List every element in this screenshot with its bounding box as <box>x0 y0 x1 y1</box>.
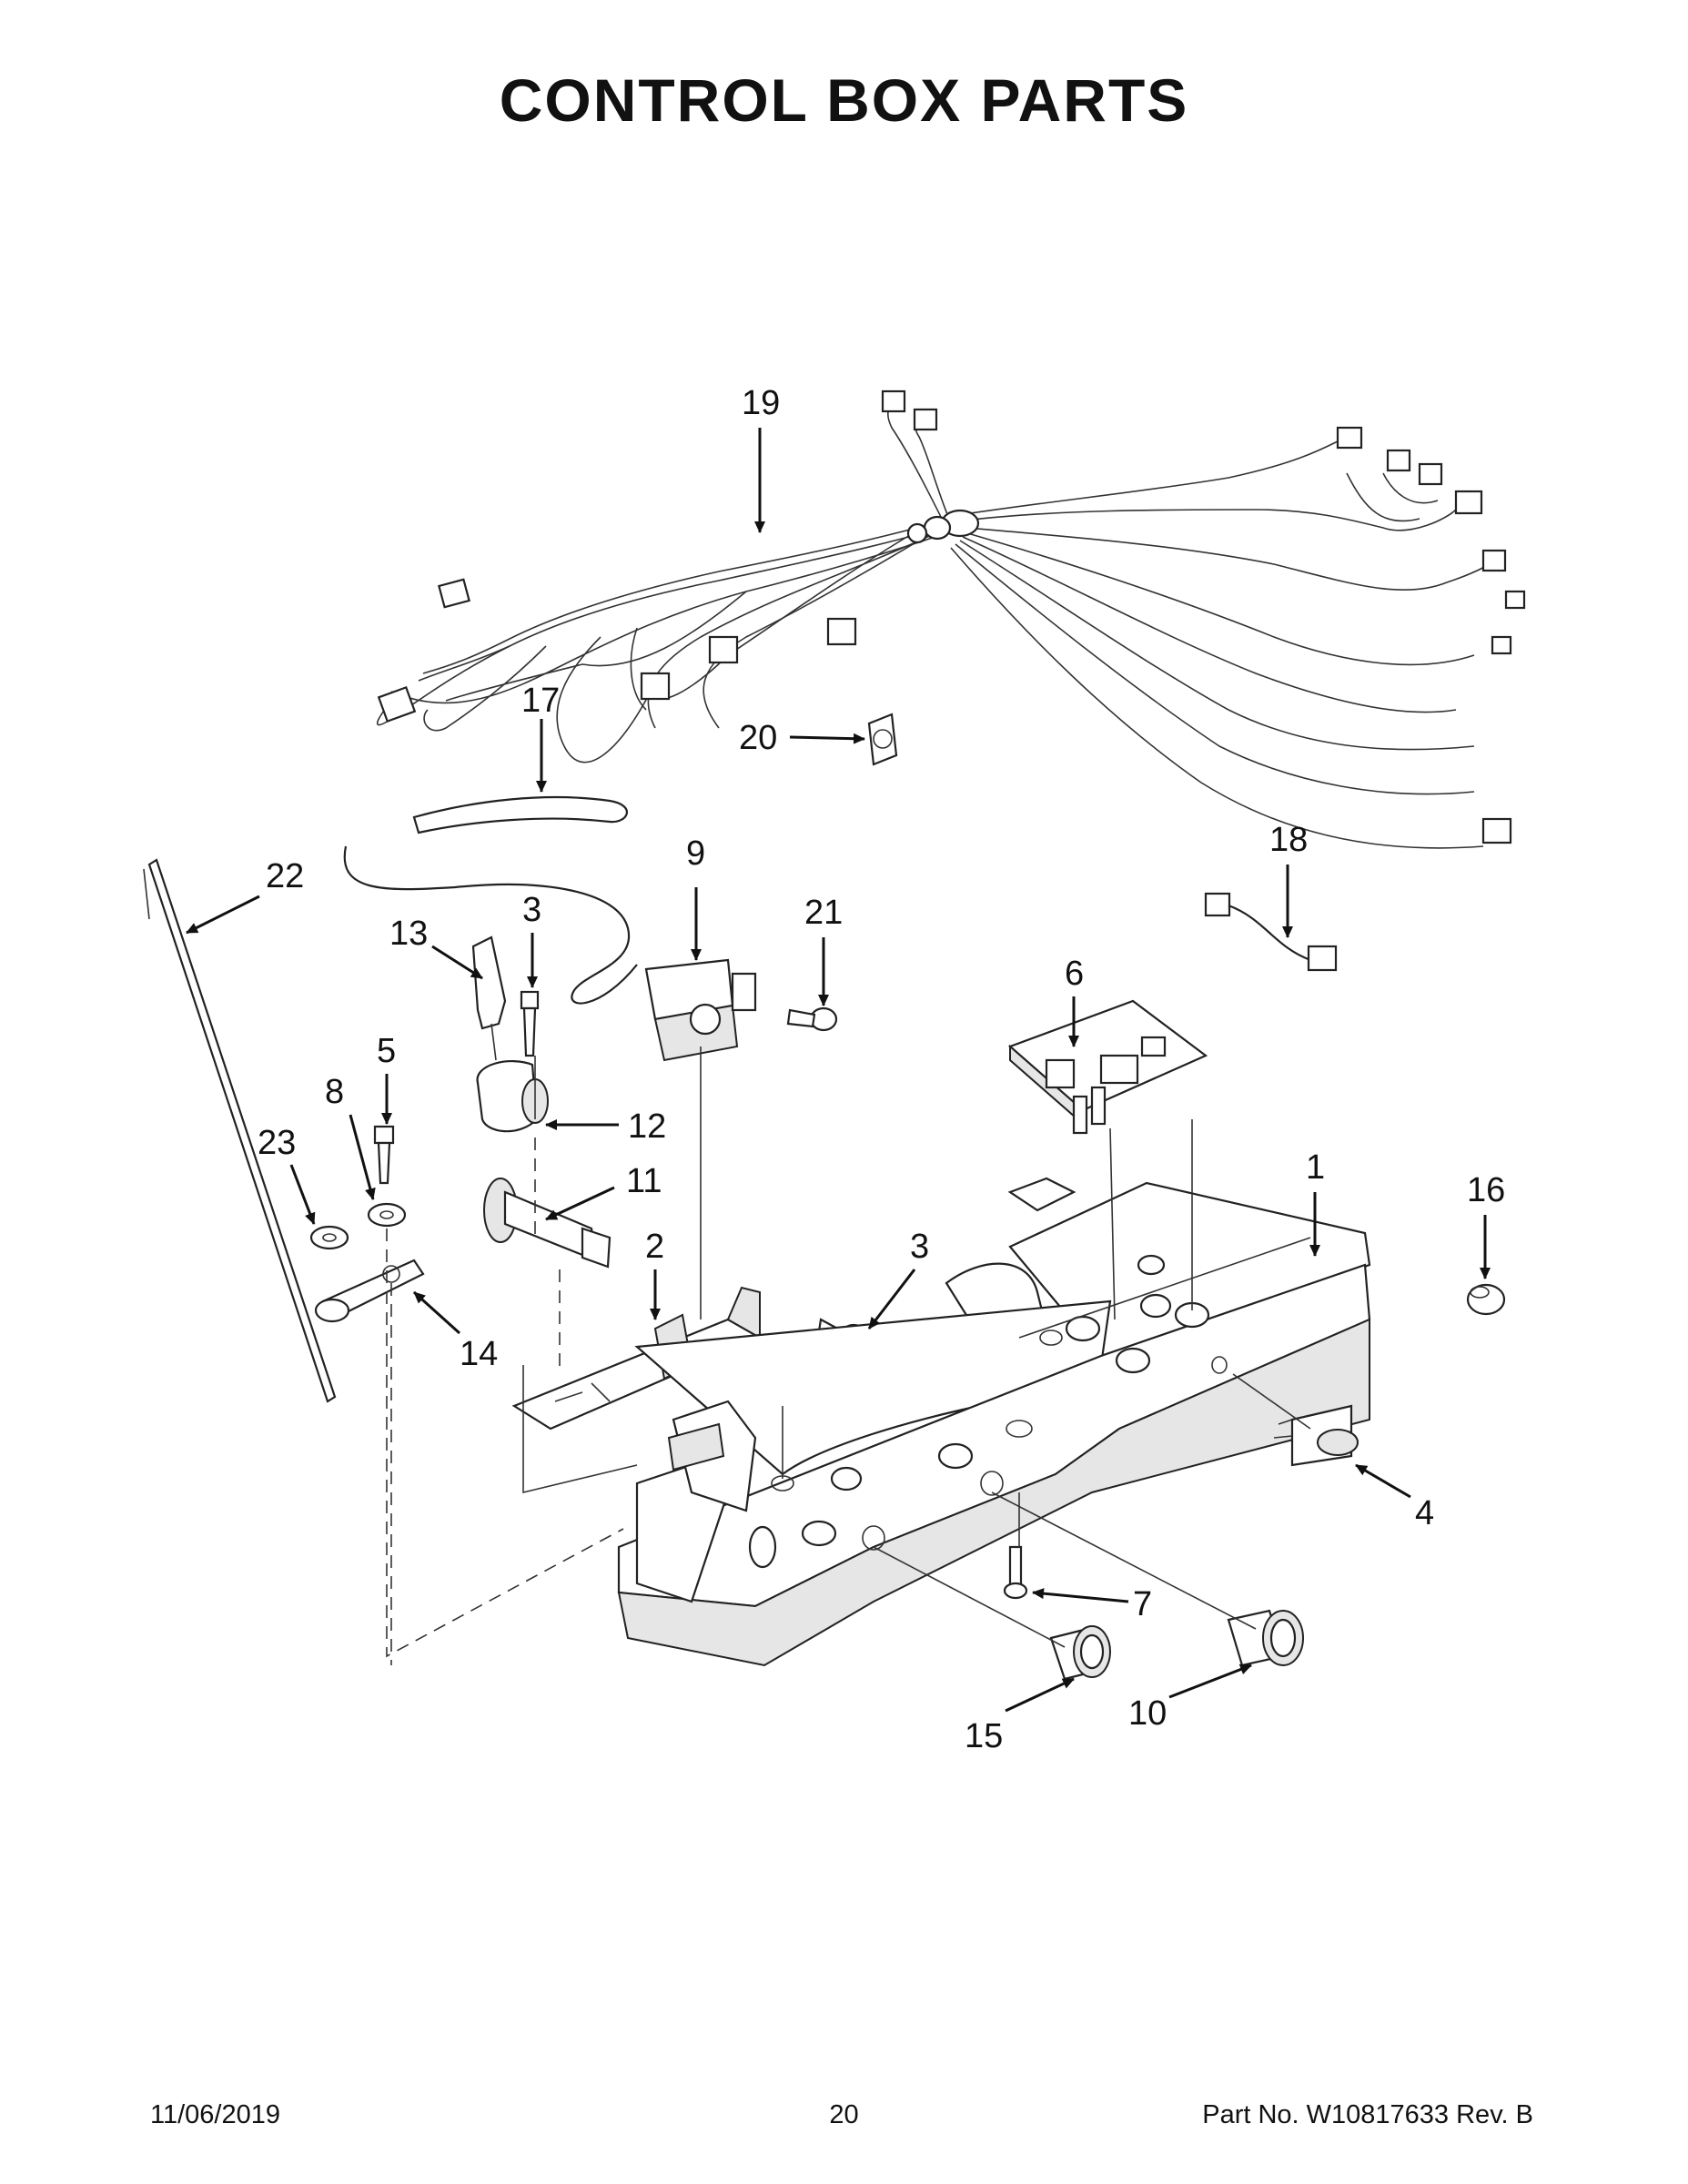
sensor-capillary <box>343 845 638 1005</box>
callout-2: 2 <box>645 1228 664 1266</box>
footer-date: 11/06/2019 <box>150 2100 280 2129</box>
callout-9: 9 <box>686 834 705 873</box>
callout-15: 15 <box>965 1717 1003 1755</box>
screw-part-3-upper <box>520 990 540 1057</box>
callout-16: 16 <box>1467 1171 1505 1209</box>
callout-13: 13 <box>389 915 428 953</box>
callout-18: 18 <box>1269 821 1308 859</box>
callout-14: 14 <box>460 1335 498 1373</box>
housing-part-1 <box>617 1177 1371 1667</box>
callout-1: 1 <box>1306 1148 1325 1187</box>
bracket-part-13 <box>471 935 507 1030</box>
callout-4: 4 <box>1415 1494 1434 1532</box>
washer-part-23 <box>309 1225 349 1250</box>
control-board-part-6 <box>1007 999 1208 1135</box>
callout-22: 22 <box>266 857 304 895</box>
thermostat-part-9 <box>644 958 757 1062</box>
callout-11: 11 <box>626 1162 662 1200</box>
shaft-part-11 <box>483 1178 612 1269</box>
socket-part-15 <box>1049 1625 1111 1681</box>
callout-21: 21 <box>804 894 843 932</box>
screw-part-5 <box>373 1125 395 1185</box>
callout-10: 10 <box>1128 1694 1167 1733</box>
screw-part-21 <box>786 1006 838 1032</box>
washer-part-8 <box>367 1202 407 1228</box>
callout-3-upper: 3 <box>522 891 541 929</box>
callout-19: 19 <box>742 384 780 422</box>
callout-arrows <box>186 428 1491 1713</box>
rod-part-22 <box>143 858 337 1403</box>
assembly-leader-lines <box>386 1023 1311 1665</box>
callout-3-lower: 3 <box>910 1228 929 1266</box>
clip-part-20 <box>867 713 898 766</box>
wire-lead-part-18 <box>1204 892 1338 972</box>
callout-7: 7 <box>1133 1585 1152 1623</box>
callout-12: 12 <box>628 1107 666 1146</box>
footer-page-number: 20 <box>829 2100 859 2129</box>
callout-23: 23 <box>258 1124 296 1162</box>
callout-6: 6 <box>1065 955 1084 993</box>
sleeve-part-12 <box>476 1060 549 1133</box>
wire-harness <box>376 389 1526 849</box>
switch-part-4 <box>1273 1404 1359 1467</box>
tube-part-17 <box>412 795 629 834</box>
callout-5: 5 <box>377 1032 396 1070</box>
screw-part-7 <box>1003 1545 1028 1600</box>
lever-part-14 <box>314 1259 425 1323</box>
cap-part-16 <box>1466 1283 1506 1316</box>
page-title: CONTROL BOX PARTS <box>499 66 1189 134</box>
footer-part-number: Part No. W10817633 Rev. B <box>1202 2100 1533 2129</box>
callout-8: 8 <box>325 1073 344 1111</box>
callout-17: 17 <box>521 682 560 720</box>
callout-labels: 19 17 20 18 22 9 21 13 3 6 5 8 12 23 11 … <box>258 384 1505 1755</box>
callout-20: 20 <box>739 719 777 757</box>
socket-part-10 <box>1227 1609 1304 1667</box>
